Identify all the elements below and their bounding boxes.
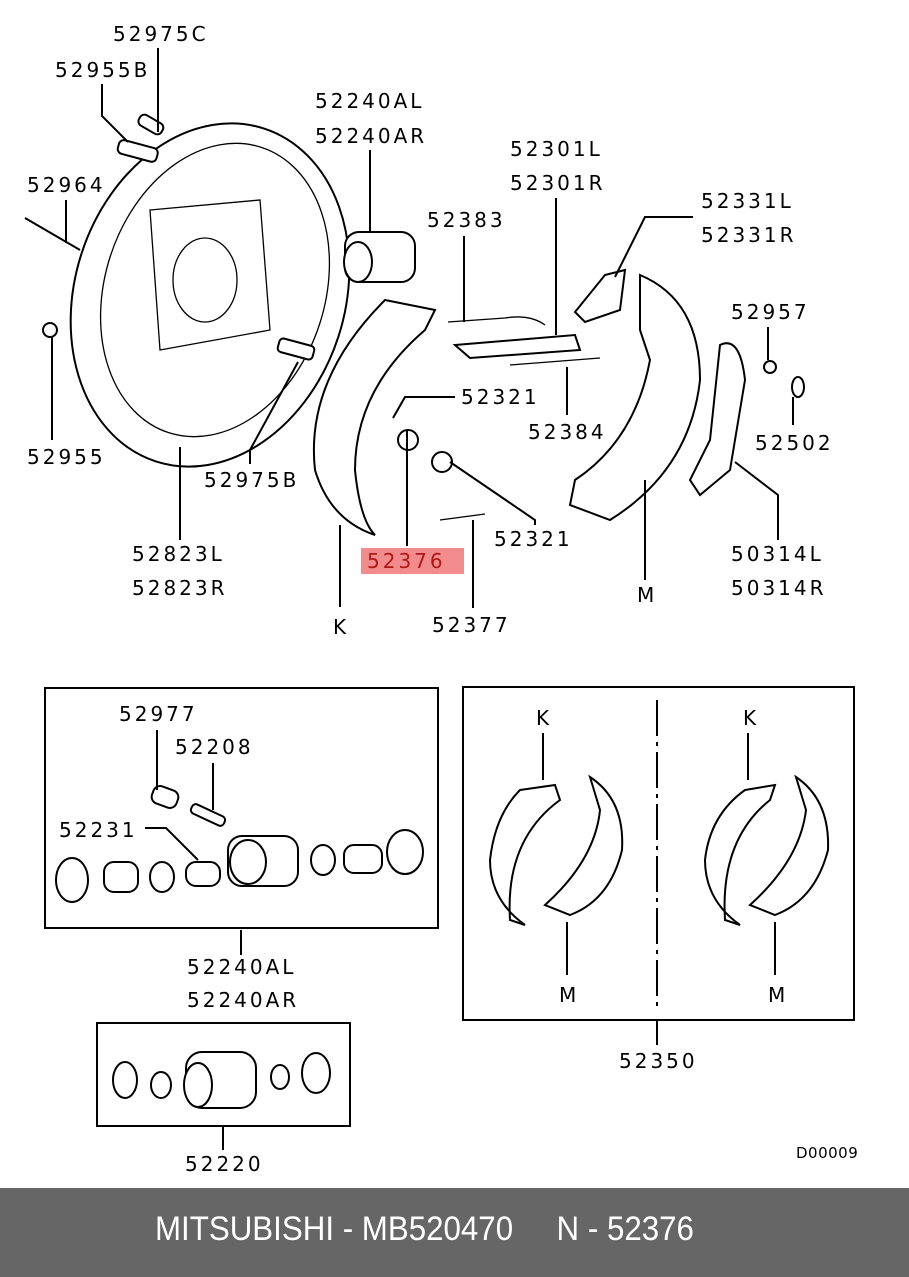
part-label-52975C[interactable]: 52975C <box>113 22 209 46</box>
part-label-52240AL[interactable]: 52240AL <box>315 89 425 113</box>
repair-kit-drawing <box>112 1051 331 1150</box>
part-label-52301L[interactable]: 52301L <box>510 137 603 161</box>
shoe-kit-drawing <box>488 700 830 1045</box>
bolt-drawing <box>24 113 316 361</box>
part-label-52208[interactable]: 52208 <box>175 735 254 759</box>
footer-bar: MITSUBISHI - MB520470 N - 52376 <box>0 1188 909 1277</box>
part-label-52350[interactable]: 52350 <box>619 1049 698 1073</box>
part-label-52977[interactable]: 52977 <box>119 702 198 726</box>
part-label-52957[interactable]: 52957 <box>731 300 810 324</box>
wheel-cylinder-drawing <box>343 231 416 283</box>
part-label-52964[interactable]: 52964 <box>27 173 106 197</box>
part-label-52240AR-inset[interactable]: 52240AR <box>187 988 300 1012</box>
footer-part-info: MITSUBISHI - MB520470 N - 52376 <box>155 1210 694 1248</box>
part-label-52220[interactable]: 52220 <box>185 1152 264 1176</box>
shoe-kit-inset <box>462 686 855 1021</box>
part-label-M-right[interactable]: M <box>768 983 789 1007</box>
part-label-K[interactable]: K <box>333 615 350 639</box>
part-label-52955[interactable]: 52955 <box>27 445 106 469</box>
repair-kit-inset <box>96 1022 351 1127</box>
part-label-52383[interactable]: 52383 <box>427 208 506 232</box>
part-label-52384[interactable]: 52384 <box>528 420 607 444</box>
part-label-52823L[interactable]: 52823L <box>132 542 225 566</box>
part-label-52331R[interactable]: 52331R <box>701 223 797 247</box>
part-label-52376-highlighted[interactable]: 52376 <box>361 548 464 574</box>
part-label-M-left[interactable]: M <box>559 983 580 1007</box>
cylinder-kit-drawing <box>55 730 424 955</box>
brake-shoe-k-drawing <box>312 298 437 536</box>
wheel-cylinder-inset <box>44 687 439 929</box>
part-label-50314L[interactable]: 50314L <box>731 542 824 566</box>
part-label-52301R[interactable]: 52301R <box>510 171 606 195</box>
part-label-52240AL-inset[interactable]: 52240AL <box>187 955 297 979</box>
part-label-M[interactable]: M <box>637 583 658 607</box>
parts-diagram: 52975C 52955B 52964 52955 52240AL 52240A… <box>24 22 859 1176</box>
adjuster-drawing <box>397 316 601 521</box>
part-label-52955B[interactable]: 52955B <box>55 58 151 82</box>
part-label-52502[interactable]: 52502 <box>755 431 834 455</box>
part-label-52240AR[interactable]: 52240AR <box>315 124 428 148</box>
part-label-52377[interactable]: 52377 <box>432 613 511 637</box>
part-label-K-left[interactable]: K <box>536 706 553 730</box>
part-label-52975B[interactable]: 52975B <box>204 468 300 492</box>
leader-lines <box>51 48 794 608</box>
part-label-52823R[interactable]: 52823R <box>132 576 228 600</box>
brake-shoe-m-drawing <box>568 268 805 522</box>
part-label-52321-upper[interactable]: 52321 <box>461 385 540 409</box>
diagram-drawing <box>24 48 830 1150</box>
part-label-52231[interactable]: 52231 <box>59 818 138 842</box>
part-label-52331L[interactable]: 52331L <box>701 189 794 213</box>
part-label-K-right[interactable]: K <box>743 706 760 730</box>
part-label-52321-lower[interactable]: 52321 <box>494 527 573 551</box>
drawing-code: D00009 <box>796 1144 859 1162</box>
backing-plate-drawing <box>69 122 351 468</box>
part-label-50314R[interactable]: 50314R <box>731 576 827 600</box>
